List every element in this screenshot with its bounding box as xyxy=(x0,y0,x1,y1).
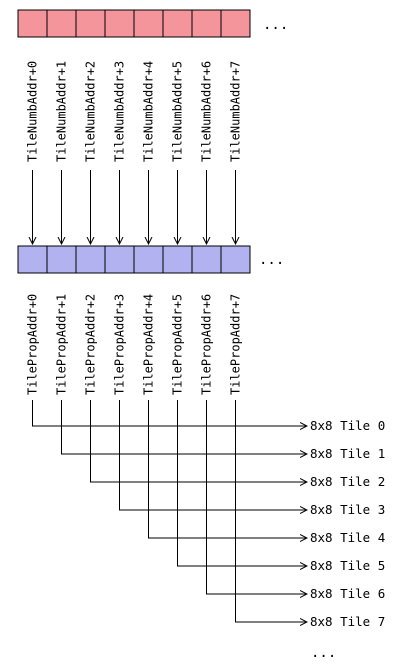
tile-label: 8x8 Tile 3 xyxy=(310,502,385,517)
prop-table-label: TilePropAddr+2 xyxy=(84,294,98,395)
prop-to-tile-connector xyxy=(148,400,308,538)
name-table-label: TileNumbAddr+0 xyxy=(26,61,40,162)
prop-table-cell xyxy=(133,245,164,274)
name-table-labels: TileNumbAddr+0 TileNumbAddr+1 TileNumbAddr… xyxy=(26,61,243,162)
name-to-prop-arrows xyxy=(33,170,236,244)
name-table-cell xyxy=(220,9,251,38)
prop-table-cell xyxy=(75,245,106,274)
prop-table-cell xyxy=(191,245,222,274)
prop-table-label: TilePropAddr+7 xyxy=(229,294,243,395)
name-table-cell xyxy=(17,9,48,38)
prop-table-label: TilePropAddr+5 xyxy=(171,294,185,395)
name-table-label: TileNumbAddr+5 xyxy=(171,61,185,162)
prop-table-label: TilePropAddr+4 xyxy=(142,294,156,395)
name-table-cell xyxy=(75,9,106,38)
name-table-label: TileNumbAddr+1 xyxy=(55,61,69,162)
prop-table-label: TilePropAddr+1 xyxy=(55,294,69,395)
prop-to-tile-connector xyxy=(206,400,308,594)
tile-label: 8x8 Tile 4 xyxy=(310,530,385,545)
tile-label: 8x8 Tile 6 xyxy=(310,586,385,601)
name-table-label: TileNumbAddr+7 xyxy=(229,61,243,162)
prop-table-cell xyxy=(46,245,77,274)
prop-table-ellipsis: ... xyxy=(259,252,284,268)
prop-to-tile-connector xyxy=(61,400,308,454)
tile-label: 8x8 Tile 2 xyxy=(310,474,385,489)
name-table-cell xyxy=(162,9,193,38)
name-table-cell xyxy=(104,9,135,38)
prop-table-label: TilePropAddr+6 xyxy=(200,294,214,395)
tile-label: 8x8 Tile 0 xyxy=(310,418,385,433)
name-table-label: TileNumbAddr+3 xyxy=(113,61,127,162)
prop-table-labels: TilePropAddr+0 TilePropAddr+1 TilePropAddr… xyxy=(26,294,243,395)
prop-to-tile-connector xyxy=(235,400,308,622)
tile-label: 8x8 Tile 1 xyxy=(310,446,385,461)
name-table-cell xyxy=(133,9,164,38)
name-table-cell xyxy=(46,9,77,38)
prop-table-cell xyxy=(162,245,193,274)
name-table-cell xyxy=(191,9,222,38)
tiles-ellipsis: ... xyxy=(311,645,336,661)
tile-label: 8x8 Tile 7 xyxy=(310,614,385,629)
prop-to-tile-connector xyxy=(119,400,308,510)
name-table-label: TileNumbAddr+2 xyxy=(84,61,98,162)
prop-table-label: TilePropAddr+0 xyxy=(26,294,40,395)
prop-table-cell xyxy=(220,245,251,274)
prop-table-cell xyxy=(17,245,48,274)
prop-table-label: TilePropAddr+3 xyxy=(113,294,127,395)
name-table-row xyxy=(17,9,251,38)
name-table-label: TileNumbAddr+4 xyxy=(142,61,156,162)
tile-labels: 8x8 Tile 0 8x8 Tile 1 8x8 Tile 2 8x8 Tile 3… xyxy=(310,418,385,629)
prop-table-cell xyxy=(104,245,135,274)
prop-to-tile-connector xyxy=(177,400,308,566)
prop-table-row xyxy=(17,245,251,274)
name-table-ellipsis: ... xyxy=(263,17,288,33)
prop-to-tile-connector xyxy=(32,400,308,426)
tile-label: 8x8 Tile 5 xyxy=(310,558,385,573)
name-table-label: TileNumbAddr+6 xyxy=(200,61,214,162)
prop-to-tile-connector xyxy=(90,400,308,482)
prop-to-tile-connectors xyxy=(32,400,308,622)
